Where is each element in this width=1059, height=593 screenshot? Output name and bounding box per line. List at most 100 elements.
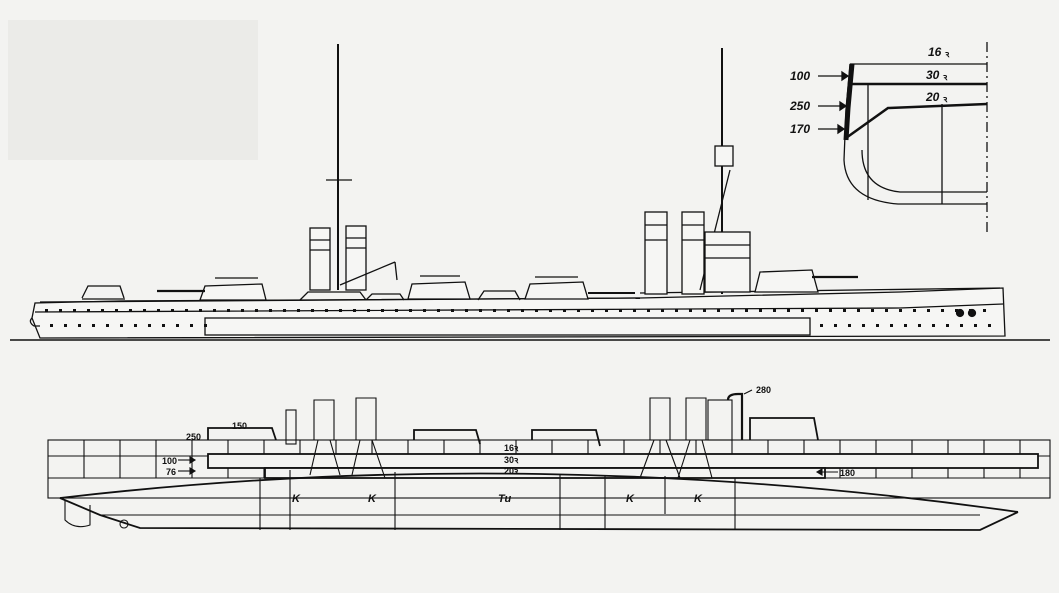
- porthole: [647, 309, 650, 312]
- porthole: [829, 309, 832, 312]
- porthole: [176, 324, 179, 327]
- porthole: [325, 309, 328, 312]
- porthole: [143, 309, 146, 312]
- porthole: [479, 309, 482, 312]
- armored-belt-section: [843, 63, 855, 141]
- porthole: [876, 324, 879, 327]
- funnel-uptake: [649, 397, 671, 441]
- porthole: [913, 309, 916, 312]
- citadel-armor: [264, 467, 826, 479]
- porthole: [227, 309, 230, 312]
- porthole: [941, 309, 944, 312]
- wing-turret: [407, 281, 471, 300]
- conning-tower-label: 280: [756, 385, 771, 395]
- porthole: [148, 324, 151, 327]
- porthole: [563, 309, 566, 312]
- midship-boat: [299, 291, 367, 301]
- section-deck-label-suffix: ꝛ: [944, 49, 950, 59]
- propeller-shaft: [119, 519, 129, 529]
- midship-boat: [365, 293, 405, 301]
- midship-boat: [477, 290, 521, 301]
- porthole: [129, 309, 132, 312]
- porthole: [899, 309, 902, 312]
- porthole: [367, 309, 370, 312]
- profile-deck-label: 16: [504, 443, 514, 453]
- belt-label-left: 100: [162, 456, 177, 466]
- aft-turret: [199, 283, 267, 301]
- compartment-label: Tu: [498, 493, 512, 505]
- porthole: [269, 309, 272, 312]
- porthole: [255, 309, 258, 312]
- porthole: [353, 309, 356, 312]
- porthole: [857, 309, 860, 312]
- hawse-pipe: [955, 308, 965, 318]
- deck-line: [34, 303, 1004, 313]
- belt-label-left: 76: [166, 467, 176, 477]
- porthole: [960, 324, 963, 327]
- section-belt-label: 170: [790, 122, 810, 136]
- funnel-uptake: [355, 397, 377, 441]
- porthole: [577, 309, 580, 312]
- porthole: [834, 324, 837, 327]
- porthole: [848, 324, 851, 327]
- stern: [29, 317, 40, 327]
- side-elevation: [10, 44, 1050, 341]
- porthole: [423, 309, 426, 312]
- porthole: [59, 309, 62, 312]
- section-deck-label: 30: [926, 68, 940, 82]
- porthole: [745, 309, 748, 312]
- porthole: [106, 324, 109, 327]
- porthole: [73, 309, 76, 312]
- porthole: [932, 324, 935, 327]
- compartment-label: K: [626, 493, 635, 505]
- section-deck-label: 20: [925, 90, 940, 104]
- fore-turret: [754, 269, 819, 293]
- porthole: [87, 309, 90, 312]
- superstructure-armor: [207, 453, 1039, 469]
- rudder: [64, 500, 91, 528]
- mast-armor: [285, 409, 297, 445]
- armor-profile: [47, 389, 1051, 531]
- porthole: [120, 324, 123, 327]
- profile-deck-label-suffix: ꝛ: [513, 455, 519, 465]
- armored-deck-curve: [59, 472, 1019, 513]
- porthole: [283, 309, 286, 312]
- porthole: [801, 309, 804, 312]
- profile-deck-label-suffix: ꝛ: [513, 466, 519, 476]
- fore-barbette: [749, 417, 819, 441]
- porthole: [465, 309, 468, 312]
- armored-deck-section: [845, 102, 988, 140]
- aft-funnel-2: [345, 225, 367, 291]
- turret-armor-label: 250: [186, 432, 201, 442]
- porthole: [633, 309, 636, 312]
- conning-tower: [707, 399, 733, 441]
- section-deck-label-suffix: ꝛ: [942, 72, 948, 82]
- portholes: [45, 309, 991, 327]
- porthole: [820, 324, 823, 327]
- porthole: [843, 309, 846, 312]
- porthole: [162, 324, 165, 327]
- porthole: [619, 309, 622, 312]
- porthole: [437, 309, 440, 312]
- porthole: [395, 309, 398, 312]
- conning-tower-tube: [726, 392, 744, 440]
- porthole: [241, 309, 244, 312]
- porthole: [535, 309, 538, 312]
- bridge: [704, 231, 751, 293]
- wing-turret: [524, 281, 589, 300]
- porthole: [955, 309, 958, 312]
- hull-section: [843, 63, 987, 205]
- section-deck-label: 16: [928, 45, 942, 59]
- porthole: [974, 324, 977, 327]
- porthole: [507, 309, 510, 312]
- funnel-uptake: [313, 399, 335, 441]
- keel-line: [59, 497, 1019, 531]
- porthole: [190, 324, 193, 327]
- porthole: [918, 324, 921, 327]
- stern-boat: [81, 285, 125, 299]
- porthole: [101, 309, 104, 312]
- porthole: [890, 324, 893, 327]
- porthole: [549, 309, 552, 312]
